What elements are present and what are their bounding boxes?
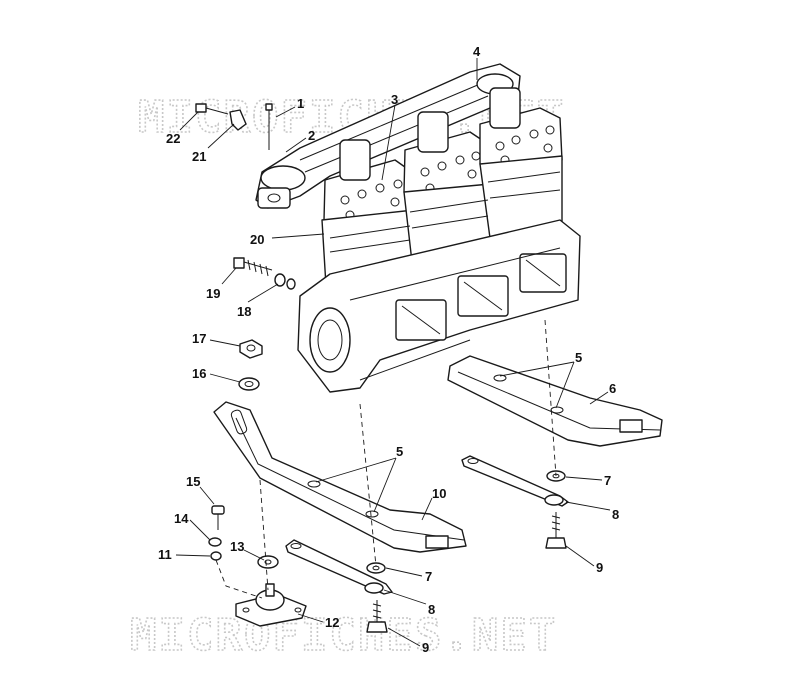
callout-3: 3 <box>391 92 398 107</box>
callout-10: 10 <box>432 486 446 501</box>
washer-7-front <box>366 562 386 574</box>
callout-9-front: 9 <box>422 640 429 655</box>
engine-mount-plate-6 <box>447 355 663 447</box>
washer-18 <box>274 273 296 290</box>
washer-8-rear <box>544 494 564 506</box>
engine-block <box>297 155 581 393</box>
bolt-9-rear <box>545 512 567 549</box>
callout-16: 16 <box>192 366 206 381</box>
nut-17 <box>239 339 263 359</box>
callout-18: 18 <box>237 304 251 319</box>
bolt-1 <box>265 103 273 150</box>
callout-4: 4 <box>473 44 481 59</box>
callout-14: 14 <box>174 511 189 526</box>
callout-21: 21 <box>192 149 206 164</box>
bracket-21 <box>229 109 247 131</box>
callout-15: 15 <box>186 474 200 489</box>
stud-19 <box>233 257 273 277</box>
washer-11 <box>210 551 222 561</box>
watermark-bottom: MICROFICHES.NET <box>130 610 557 661</box>
callout-7-rear: 7 <box>604 473 611 488</box>
washer-13 <box>257 555 279 569</box>
washer-16 <box>238 377 260 391</box>
callout-19: 19 <box>206 286 220 301</box>
bolt-9-front <box>366 600 388 633</box>
callout-labels: 1 2 3 4 5 5 6 7 7 8 8 9 9 10 11 12 13 14… <box>158 44 619 655</box>
callout-1: 1 <box>297 96 304 111</box>
callout-7-front: 7 <box>425 569 432 584</box>
callout-12: 12 <box>325 615 339 630</box>
callout-6: 6 <box>609 381 616 396</box>
bolt-15 <box>211 505 225 530</box>
callout-8-rear: 8 <box>612 507 619 522</box>
rubber-mount-12 <box>235 583 307 627</box>
callout-17: 17 <box>192 331 206 346</box>
callout-2: 2 <box>308 128 315 143</box>
washer-14 <box>208 537 222 547</box>
shim-plate-rear <box>461 455 569 507</box>
callout-5-rear: 5 <box>575 350 582 365</box>
engine-mount-plate-10 <box>213 401 467 553</box>
callout-11: 11 <box>158 547 172 562</box>
callout-22: 22 <box>166 131 180 146</box>
callout-13: 13 <box>230 539 244 554</box>
callout-9-rear: 9 <box>596 560 603 575</box>
callout-8-front: 8 <box>428 602 435 617</box>
callout-5-front: 5 <box>396 444 403 459</box>
washer-8-front <box>364 582 384 594</box>
alignment-lines <box>215 319 557 599</box>
callout-20: 20 <box>250 232 264 247</box>
leader-lines <box>175 58 611 647</box>
bolt-22 <box>195 103 229 115</box>
shim-plate-front <box>285 539 393 595</box>
